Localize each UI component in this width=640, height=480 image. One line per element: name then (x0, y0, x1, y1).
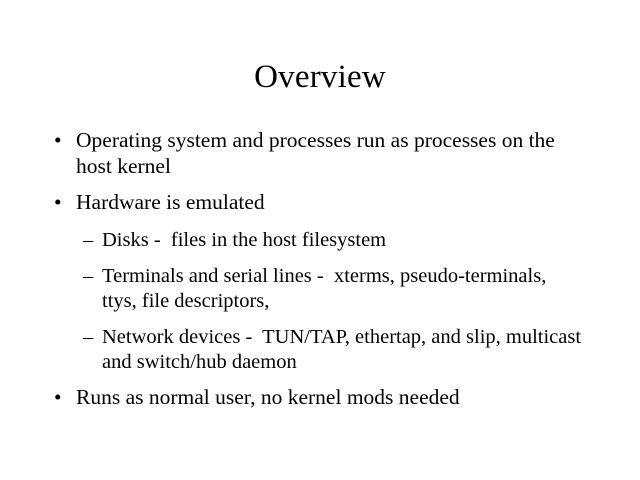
page-title: Overview (254, 59, 386, 95)
list-item: • Runs as normal user, no kernel mods ne… (0, 385, 640, 411)
sub-list-item-text: Disks - files in the host filesystem (102, 228, 387, 251)
bullet-dash-icon: – (83, 326, 94, 348)
bullet-dash-icon: – (83, 228, 94, 251)
bullet-dot-icon: • (54, 190, 62, 214)
list-item-text: Hardware is emulated (76, 190, 265, 214)
list-item-text: Runs as normal user, no kernel mods need… (76, 385, 460, 409)
bullet-list: • Operating system and processes run as … (0, 128, 640, 411)
sub-list-item: – Network devices - TUN/TAP, ethertap, a… (0, 325, 640, 374)
sub-list-item: – Disks - files in the host filesystem (0, 228, 640, 253)
sub-list-item: – Terminals and serial lines - xterms, p… (0, 264, 640, 313)
sub-list-item-text: Network devices - TUN/TAP, ethertap, and… (102, 326, 587, 373)
bullet-dot-icon: • (54, 128, 62, 152)
bullet-dash-icon: – (83, 265, 94, 287)
list-item: • Operating system and processes run as … (0, 128, 640, 179)
list-item-text: Operating system and processes run as pr… (76, 128, 561, 178)
list-item: • Hardware is emulated (0, 190, 640, 216)
bullet-dot-icon: • (54, 385, 62, 409)
sub-list-item-text: Terminals and serial lines - xterms, pse… (102, 265, 552, 312)
